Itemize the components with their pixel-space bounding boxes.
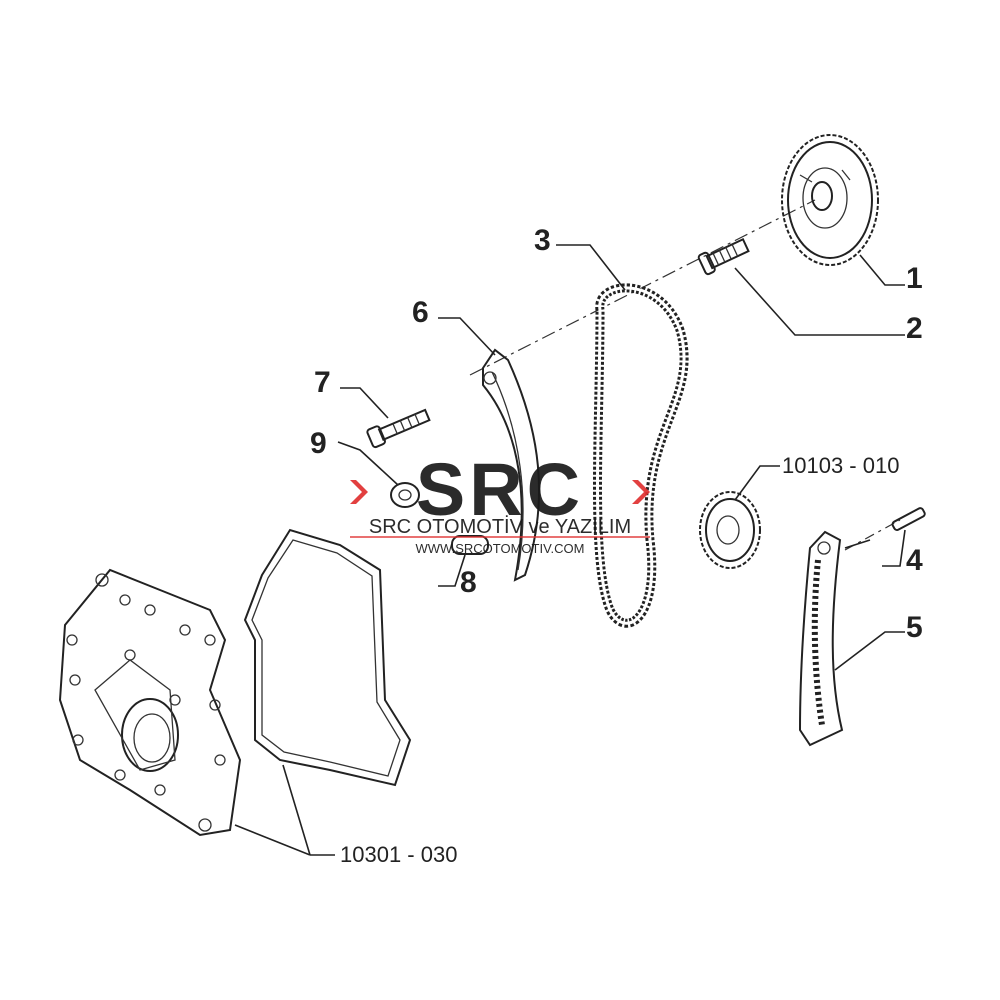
tensioner-rail [798,530,844,747]
spacer-sleeve [451,535,489,555]
callout-2: 2 [906,312,923,345]
sprocket-bolt [697,238,750,276]
leader-4b [844,539,871,549]
leader-2 [734,267,905,336]
camshaft-sprocket [781,134,879,266]
leader-1 [859,254,905,286]
timing-chain [593,283,689,628]
watermark-left-chevron [350,480,368,504]
leader-4 [882,529,906,567]
leader-sprocket [734,465,780,501]
guide-long-bolt [366,408,431,449]
callout-1: 1 [906,262,923,295]
watermark-logo-text: SRC [416,448,584,531]
leader-9 [337,441,399,486]
reference-cover: 10301 - 030 [340,842,457,867]
crankshaft-sprocket [699,491,761,569]
front-cover-plate [58,568,242,837]
watermark-company: SRC OTOMOTİV ve YAZILIM [369,515,631,538]
reference-sprocket: 10103 - 010 [782,453,899,478]
leader-6 [438,317,496,356]
watermark-url: WWW.SRCOTOMOTIV.COM [416,541,585,556]
callout-5: 5 [906,611,923,644]
guide-nut [390,482,420,508]
cover-gasket [243,528,412,787]
leader-3 [556,244,626,291]
callout-3: 3 [534,224,551,257]
callout-6: 6 [412,296,429,329]
leader-5 [834,631,905,671]
leader-7 [340,387,389,419]
leader-cover-b [282,764,311,856]
tensioner-pin [891,507,926,531]
callout-7: 7 [314,366,331,399]
callout-9: 9 [310,427,327,460]
chain-guide-rail [482,348,541,582]
leader-8 [438,554,466,587]
leader-cover-a [234,824,311,856]
watermark-right-chevron [632,480,650,504]
pin-axis-line [844,519,901,551]
callout-4: 4 [906,544,923,577]
watermark-logo: SRC SRC OTOMOTİV ve YAZILIM WWW.SRCOTOMO… [350,448,650,556]
callout-8: 8 [460,566,477,599]
